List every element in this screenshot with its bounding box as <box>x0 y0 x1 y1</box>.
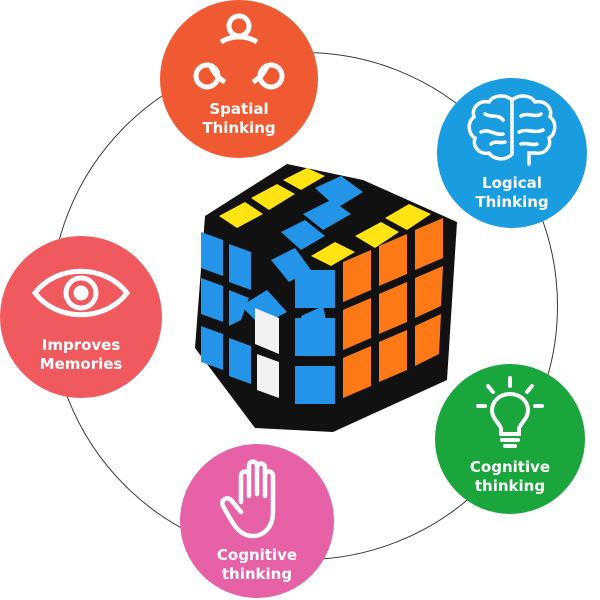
brain-icon <box>467 94 557 166</box>
hand-icon <box>220 459 276 539</box>
eye-icon <box>31 268 131 318</box>
lightbulb-icon <box>476 376 544 448</box>
rubiks-cube-image <box>195 164 457 432</box>
share-network-icon <box>193 13 285 90</box>
